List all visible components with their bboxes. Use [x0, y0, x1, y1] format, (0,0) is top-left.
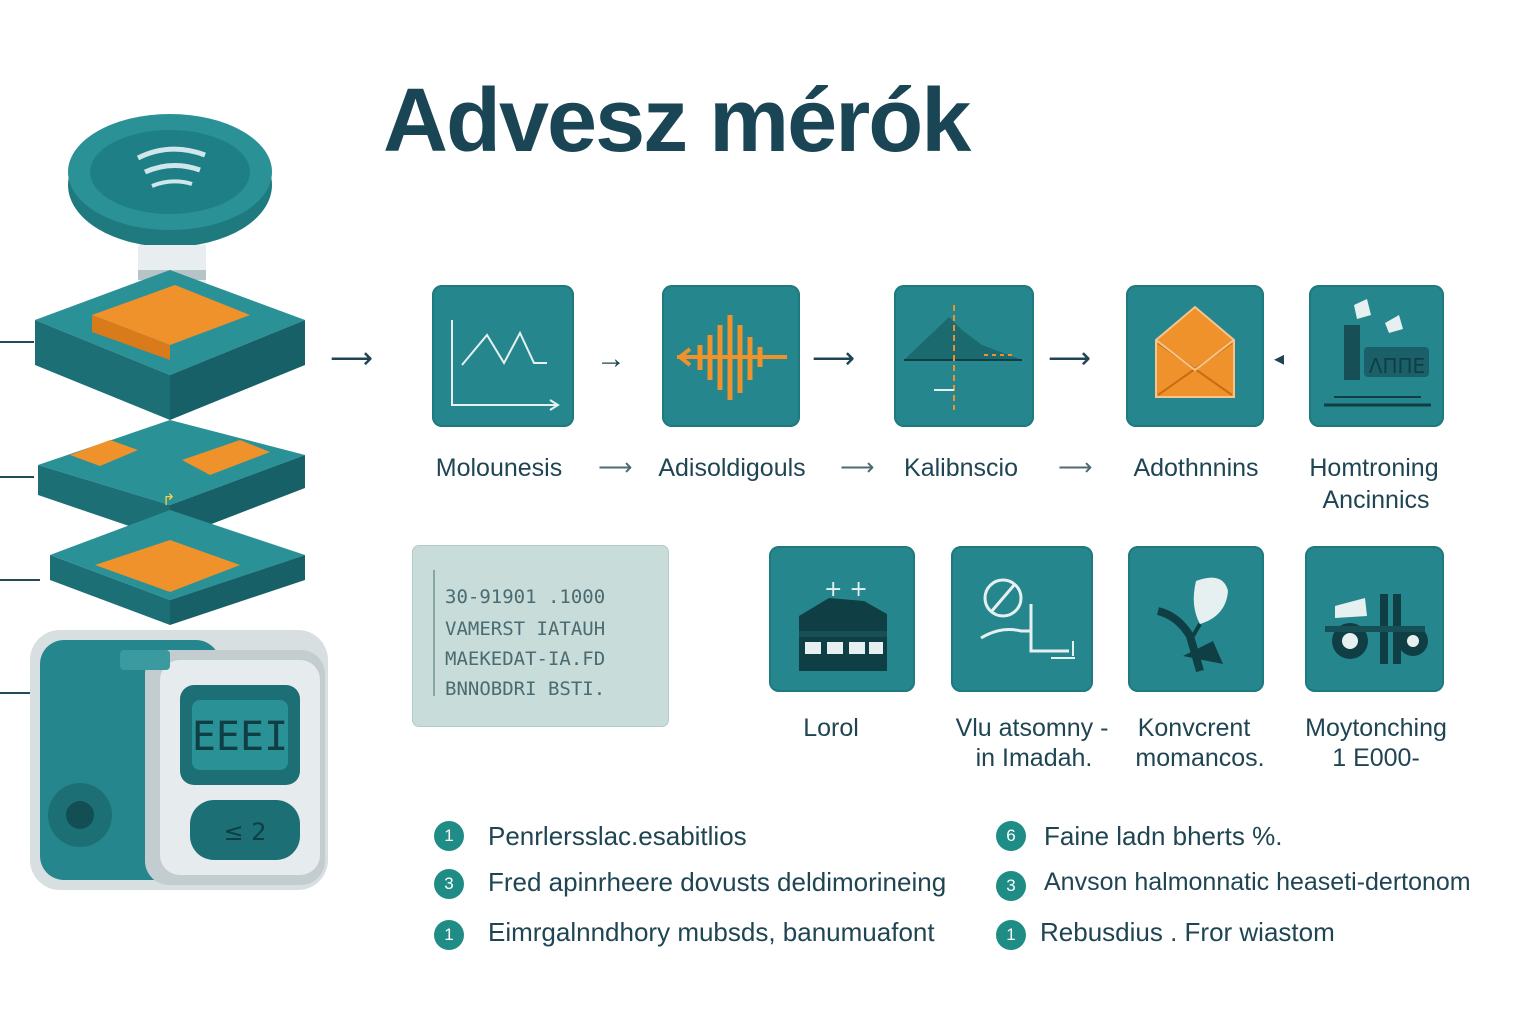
tile-leaf — [1128, 546, 1264, 692]
leaf-icon — [1156, 577, 1228, 673]
bullet-number: 3 — [996, 871, 1026, 901]
mountain-peak-icon — [904, 305, 1022, 410]
flow-label: Ancinnics — [1322, 486, 1430, 514]
flow-arrow-icon: ⟶ — [1058, 454, 1093, 481]
flow-arrow-icon: ⟶ — [840, 454, 875, 481]
flow-label: Homtroning — [1309, 454, 1439, 482]
tile-probe — [951, 546, 1093, 692]
code-line: VAMERST IATAUH — [445, 618, 606, 640]
bullet-text: Rebusdius . Fror wiastom — [1040, 917, 1335, 947]
code-line: MAEKEDAT-IA.FD — [445, 648, 606, 670]
device-button-label: ≤ 2 — [223, 818, 266, 846]
device-display: EEEI — [192, 714, 288, 760]
machine-icon — [1325, 594, 1428, 664]
flow-label: in Imadah. — [975, 744, 1093, 772]
flow-arrow-icon: → — [596, 342, 626, 375]
svg-text:+ +: + + — [824, 577, 868, 602]
tile-envelope — [1126, 285, 1264, 427]
bullet-text: Eimrgalnndhory mubsds, banumuafont — [488, 917, 935, 947]
bullet-number: 1 — [996, 920, 1026, 950]
page-title: Advesz mérók — [383, 71, 971, 171]
bullet-text: Anvson halmonnatic heaseti-dertonom — [1044, 868, 1471, 896]
tile-machine — [1305, 546, 1444, 692]
bullet-number: 1 — [434, 821, 464, 851]
tile-line-graph — [432, 285, 574, 427]
bullet-number: 1 — [434, 920, 464, 950]
tile-industrial: ΛΠΠΕ — [1309, 285, 1444, 427]
flow-label: Moytonching — [1305, 714, 1447, 742]
flow-arrow-icon: ⟶ — [812, 342, 856, 375]
connector-line — [0, 692, 30, 694]
bullet-text: Fred apinrheere dovusts deldimorineing — [488, 867, 947, 897]
tile-waveform — [662, 285, 800, 427]
tile-mountain — [894, 285, 1034, 427]
connector-line — [0, 341, 34, 343]
flow-label: Vlu atsomny - — [955, 714, 1109, 742]
industrial-scene-icon: ΛΠΠΕ — [1324, 299, 1431, 407]
building-icon: + + — [799, 577, 887, 671]
flow-label: momancos. — [1135, 744, 1265, 772]
bullet-text: Faine ladn bherts %. — [1044, 821, 1283, 851]
tile-building: + + — [769, 546, 915, 692]
svg-text:ΛΠΠΕ: ΛΠΠΕ — [1369, 354, 1425, 378]
flow-arrow-icon: ◂ — [1274, 348, 1285, 370]
flow-label: Kalibnscio — [904, 454, 1018, 482]
flow-arrow-icon: ⟶ — [598, 454, 633, 481]
flow-label: 1 E000- — [1332, 744, 1420, 772]
flow-label: Adothnnins — [1133, 454, 1259, 482]
code-line: 30-91901 .1000 — [445, 586, 606, 608]
bullet-text: Penrlersslac.esabitlios — [488, 821, 747, 851]
bullet-number: 6 — [996, 821, 1026, 851]
connector-line — [0, 579, 40, 581]
svg-text:↱: ↱ — [162, 490, 175, 509]
connector-line — [0, 476, 34, 478]
line-graph-icon — [451, 320, 560, 411]
envelope-icon — [1155, 305, 1235, 398]
sensor-stack-illustration: ↱ EEEI ≤ 2 — [30, 114, 328, 890]
code-readout-panel: 30-91901 .1000 VAMERST IATAUH MAEKEDAT-I… — [413, 546, 668, 726]
code-line: BNNOBDRI BSTI. — [445, 678, 606, 700]
flow-label: Molounesis — [435, 454, 563, 482]
waveform-icon — [676, 315, 787, 400]
bullet-number: 3 — [434, 869, 464, 899]
flow-label: Lorol — [803, 714, 859, 742]
flow-label: Adisoldigouls — [658, 454, 806, 482]
flow-arrow-icon: ⟶ — [1048, 342, 1092, 375]
flow-label: Konvcrent — [1137, 714, 1251, 742]
probe-icon — [980, 578, 1075, 659]
code-readout-frame — [433, 570, 647, 696]
flow-arrow-icon: ⟶ — [330, 342, 374, 375]
